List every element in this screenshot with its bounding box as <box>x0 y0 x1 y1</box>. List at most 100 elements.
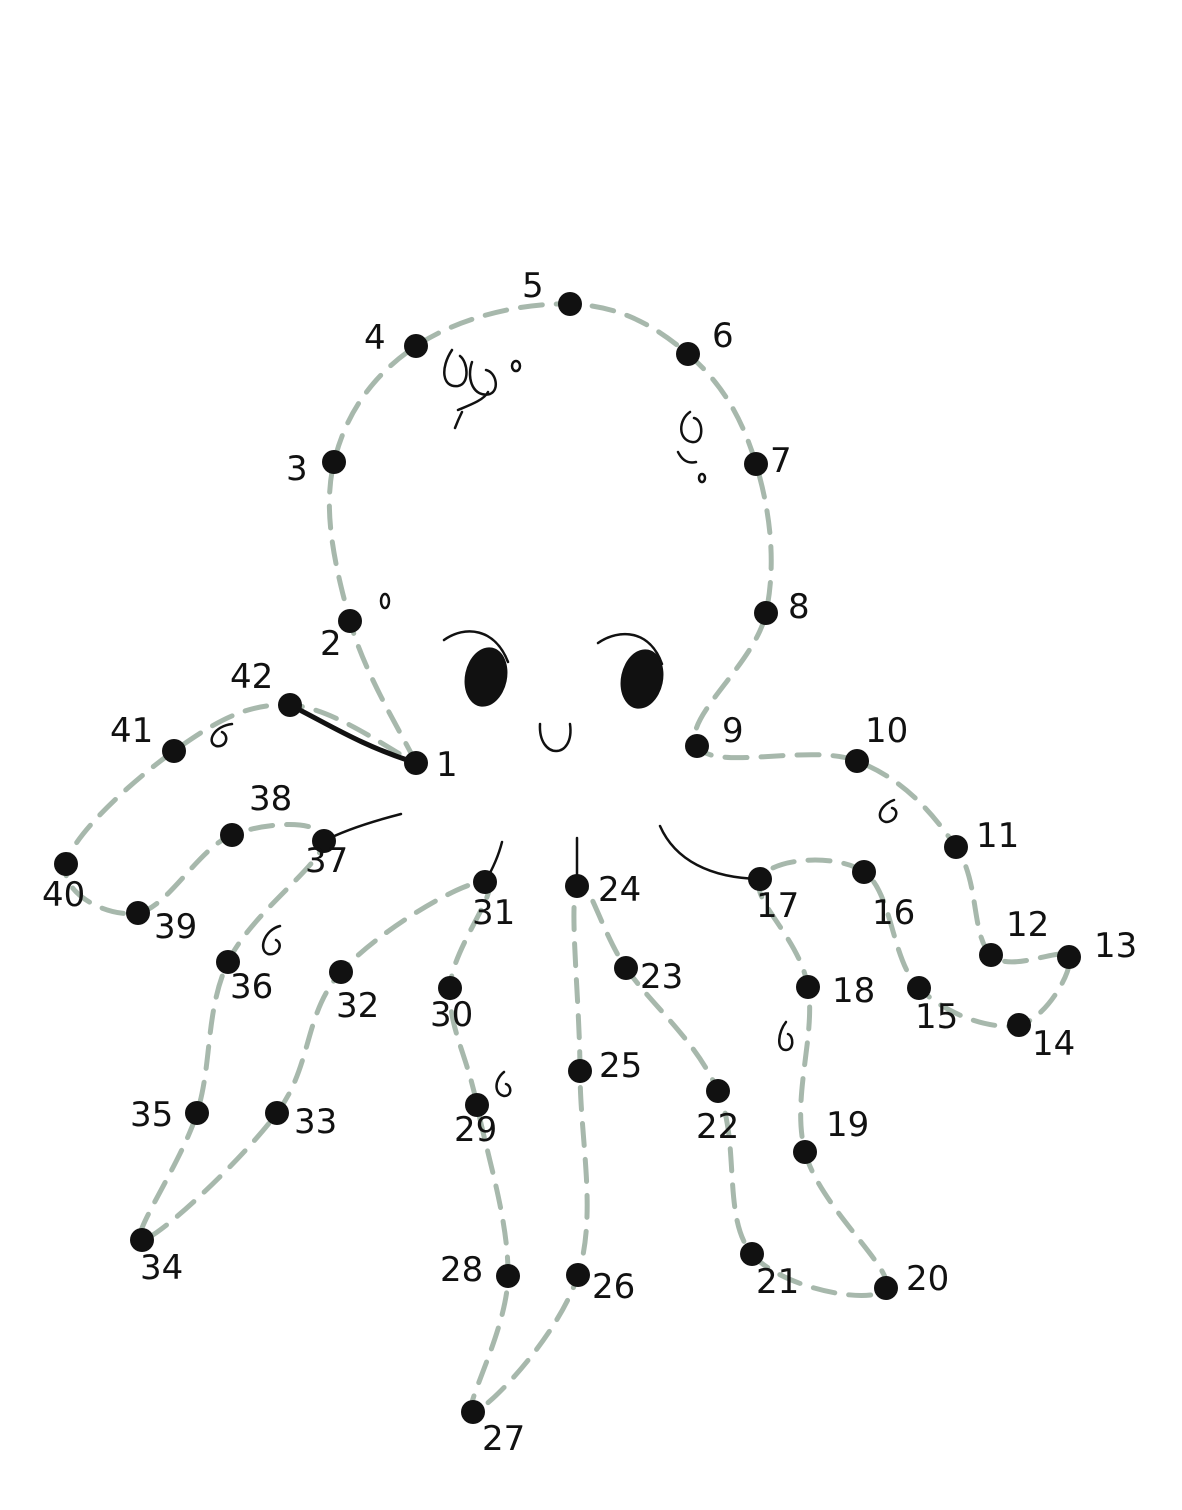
dot-marker <box>220 823 244 847</box>
dot-11: 11 <box>944 816 1019 859</box>
dot-number-label: 24 <box>598 870 641 910</box>
dot-number-label: 35 <box>130 1095 173 1135</box>
dot-number-label: 1 <box>436 745 458 785</box>
dot-marker <box>162 739 186 763</box>
dot-number-label: 26 <box>592 1267 635 1307</box>
dot-40: 40 <box>42 852 85 915</box>
right-eyebrow <box>596 632 664 666</box>
stroke-near-37 <box>322 812 403 843</box>
solid-line-42-to-1 <box>287 702 419 766</box>
dot-marker <box>438 976 462 1000</box>
dot-marker <box>404 751 428 775</box>
dot-marker <box>754 601 778 625</box>
dot-7: 7 <box>744 441 792 481</box>
curl-head-right-1 <box>680 410 703 444</box>
dot-marker <box>874 1276 898 1300</box>
dot-marker <box>706 1079 730 1103</box>
dot-41: 41 <box>110 711 186 763</box>
dot-10: 10 <box>845 711 908 773</box>
dot-number-label: 6 <box>712 316 734 356</box>
curl-near-36 <box>261 924 282 956</box>
mouth <box>538 722 572 753</box>
dot-32: 32 <box>329 960 379 1026</box>
dot-marker <box>265 1101 289 1125</box>
dot-marker <box>404 334 428 358</box>
dot-39: 39 <box>126 901 197 947</box>
dot-3: 3 <box>286 449 346 489</box>
dot-26: 26 <box>566 1263 635 1307</box>
dashed-guide-outline <box>63 301 1073 1415</box>
dot-number-label: 7 <box>770 441 792 481</box>
dot-marker <box>944 835 968 859</box>
dot-number-label: 29 <box>454 1110 497 1150</box>
dot-30: 30 <box>430 976 473 1035</box>
dot-number-label: 31 <box>472 893 515 933</box>
dot-36: 36 <box>216 950 273 1007</box>
dot-number-label: 23 <box>640 957 683 997</box>
dot-marker <box>566 1263 590 1287</box>
dot-number-label: 2 <box>320 624 342 664</box>
stroke-near-17 <box>658 824 762 881</box>
dot-marker <box>796 975 820 999</box>
dot-34: 34 <box>130 1228 183 1288</box>
left-eyebrow <box>442 630 510 664</box>
dot-13: 13 <box>1057 926 1137 969</box>
dot-27: 27 <box>461 1400 525 1459</box>
dot-number-label: 21 <box>756 1262 799 1302</box>
dot-number-label: 27 <box>482 1419 525 1459</box>
dot-5: 5 <box>522 266 582 316</box>
dot-19: 19 <box>793 1105 869 1164</box>
curl-head-left-2 <box>468 360 498 396</box>
dot-number-label: 30 <box>430 995 473 1035</box>
dot-number-label: 36 <box>230 967 273 1007</box>
dot-marker <box>278 693 302 717</box>
curl-near-29 <box>495 1070 512 1098</box>
dot-marker <box>185 1101 209 1125</box>
dot-marker <box>473 870 497 894</box>
dot-37: 37 <box>305 829 348 881</box>
dot-number-label: 5 <box>522 266 544 306</box>
dot-number-label: 38 <box>249 779 292 819</box>
dot-marker <box>126 901 150 925</box>
dot-marker <box>130 1228 154 1252</box>
dot-number-label: 9 <box>722 711 744 751</box>
dot-number-label: 33 <box>294 1102 337 1142</box>
dot-15: 15 <box>907 976 958 1037</box>
dot-8: 8 <box>754 587 810 627</box>
dot-number-label: 11 <box>976 816 1019 856</box>
curl-head-right-2 <box>676 450 698 464</box>
dot-28: 28 <box>440 1250 520 1290</box>
curl-near-18 <box>778 1020 794 1052</box>
bubble-near-2 <box>379 592 391 610</box>
curl-head-left-4 <box>453 410 464 430</box>
dot-marker <box>907 976 931 1000</box>
dot-marker <box>461 1400 485 1424</box>
dot-marker <box>568 1059 592 1083</box>
dot-marker <box>852 860 876 884</box>
dot-marker <box>748 867 772 891</box>
dot-marker <box>614 956 638 980</box>
dot-29: 29 <box>454 1093 497 1150</box>
dot-number-label: 12 <box>1006 905 1049 945</box>
dot-16: 16 <box>852 860 915 933</box>
dot-21: 21 <box>740 1242 799 1302</box>
dot-number-label: 20 <box>906 1259 949 1299</box>
dot-marker <box>744 452 768 476</box>
dot-marker <box>845 749 869 773</box>
dot-25: 25 <box>568 1046 642 1086</box>
dot-4: 4 <box>364 318 428 358</box>
dot-marker <box>312 829 336 853</box>
dot-marker <box>676 342 700 366</box>
dot-number-label: 19 <box>826 1105 869 1145</box>
dot-marker <box>329 960 353 984</box>
dot-marker <box>979 943 1003 967</box>
dot-marker <box>793 1140 817 1164</box>
dot-number-label: 28 <box>440 1250 483 1290</box>
dot-number-label: 13 <box>1094 926 1137 966</box>
dot-6: 6 <box>676 316 734 366</box>
dot-marker <box>465 1093 489 1117</box>
dot-1: 1 <box>404 745 458 785</box>
dot-marker <box>338 609 362 633</box>
